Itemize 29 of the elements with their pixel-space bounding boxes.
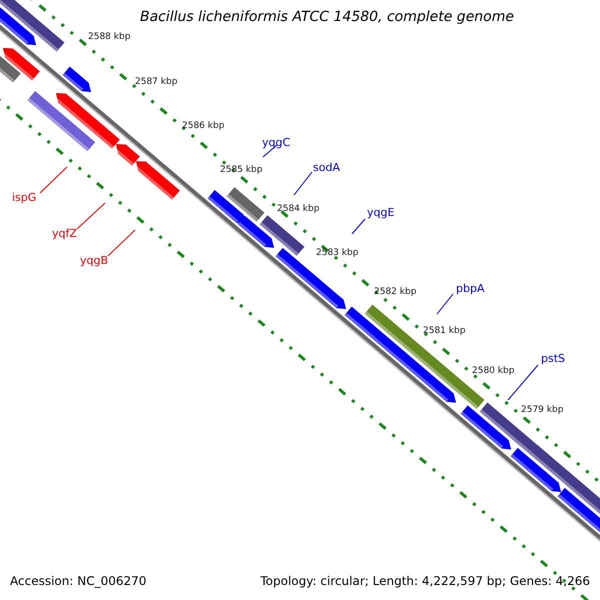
leader-line [76, 202, 106, 230]
accession-text: Accession: NC_006270 [10, 575, 146, 587]
gene-label: yqgB [80, 255, 108, 266]
gene-label: yqfZ [52, 228, 77, 239]
scale-label: 2583 kbp [316, 249, 358, 258]
genome-info-text: Topology: circular; Length: 4,222,597 bp; Genes: 4,266 [260, 575, 590, 587]
scale-label: 2584 kbp [277, 205, 320, 214]
gene-label: ispG [12, 192, 36, 203]
gene-label: yqgE [367, 207, 394, 218]
gene-label: sodA [313, 162, 340, 173]
leader-line [352, 218, 366, 234]
leader-line [40, 166, 68, 194]
leader-line [108, 230, 136, 256]
scale-label: 2586 kbp [182, 122, 224, 131]
scale-label: 2581 kbp [423, 327, 466, 336]
map-title: Bacillus licheniformis ATCC 14580, complete genome [140, 10, 514, 24]
scale-label: 2582 kbp [374, 288, 416, 297]
leader-line [508, 364, 538, 400]
leader-line [262, 144, 278, 158]
scale-label: 2587 kbp [135, 78, 178, 87]
gene-label: yqgC [262, 137, 290, 148]
scale-label: 2588 kbp [88, 33, 130, 42]
scale-label: 2585 kbp [220, 166, 262, 175]
scale-label: 2580 kbp [472, 367, 514, 376]
scale-label: 2579 kbp [521, 406, 564, 415]
gene-label: pstS [541, 353, 566, 364]
gene-label: pbpA [456, 283, 484, 294]
leader-line [436, 294, 454, 314]
leader-line [294, 172, 312, 196]
